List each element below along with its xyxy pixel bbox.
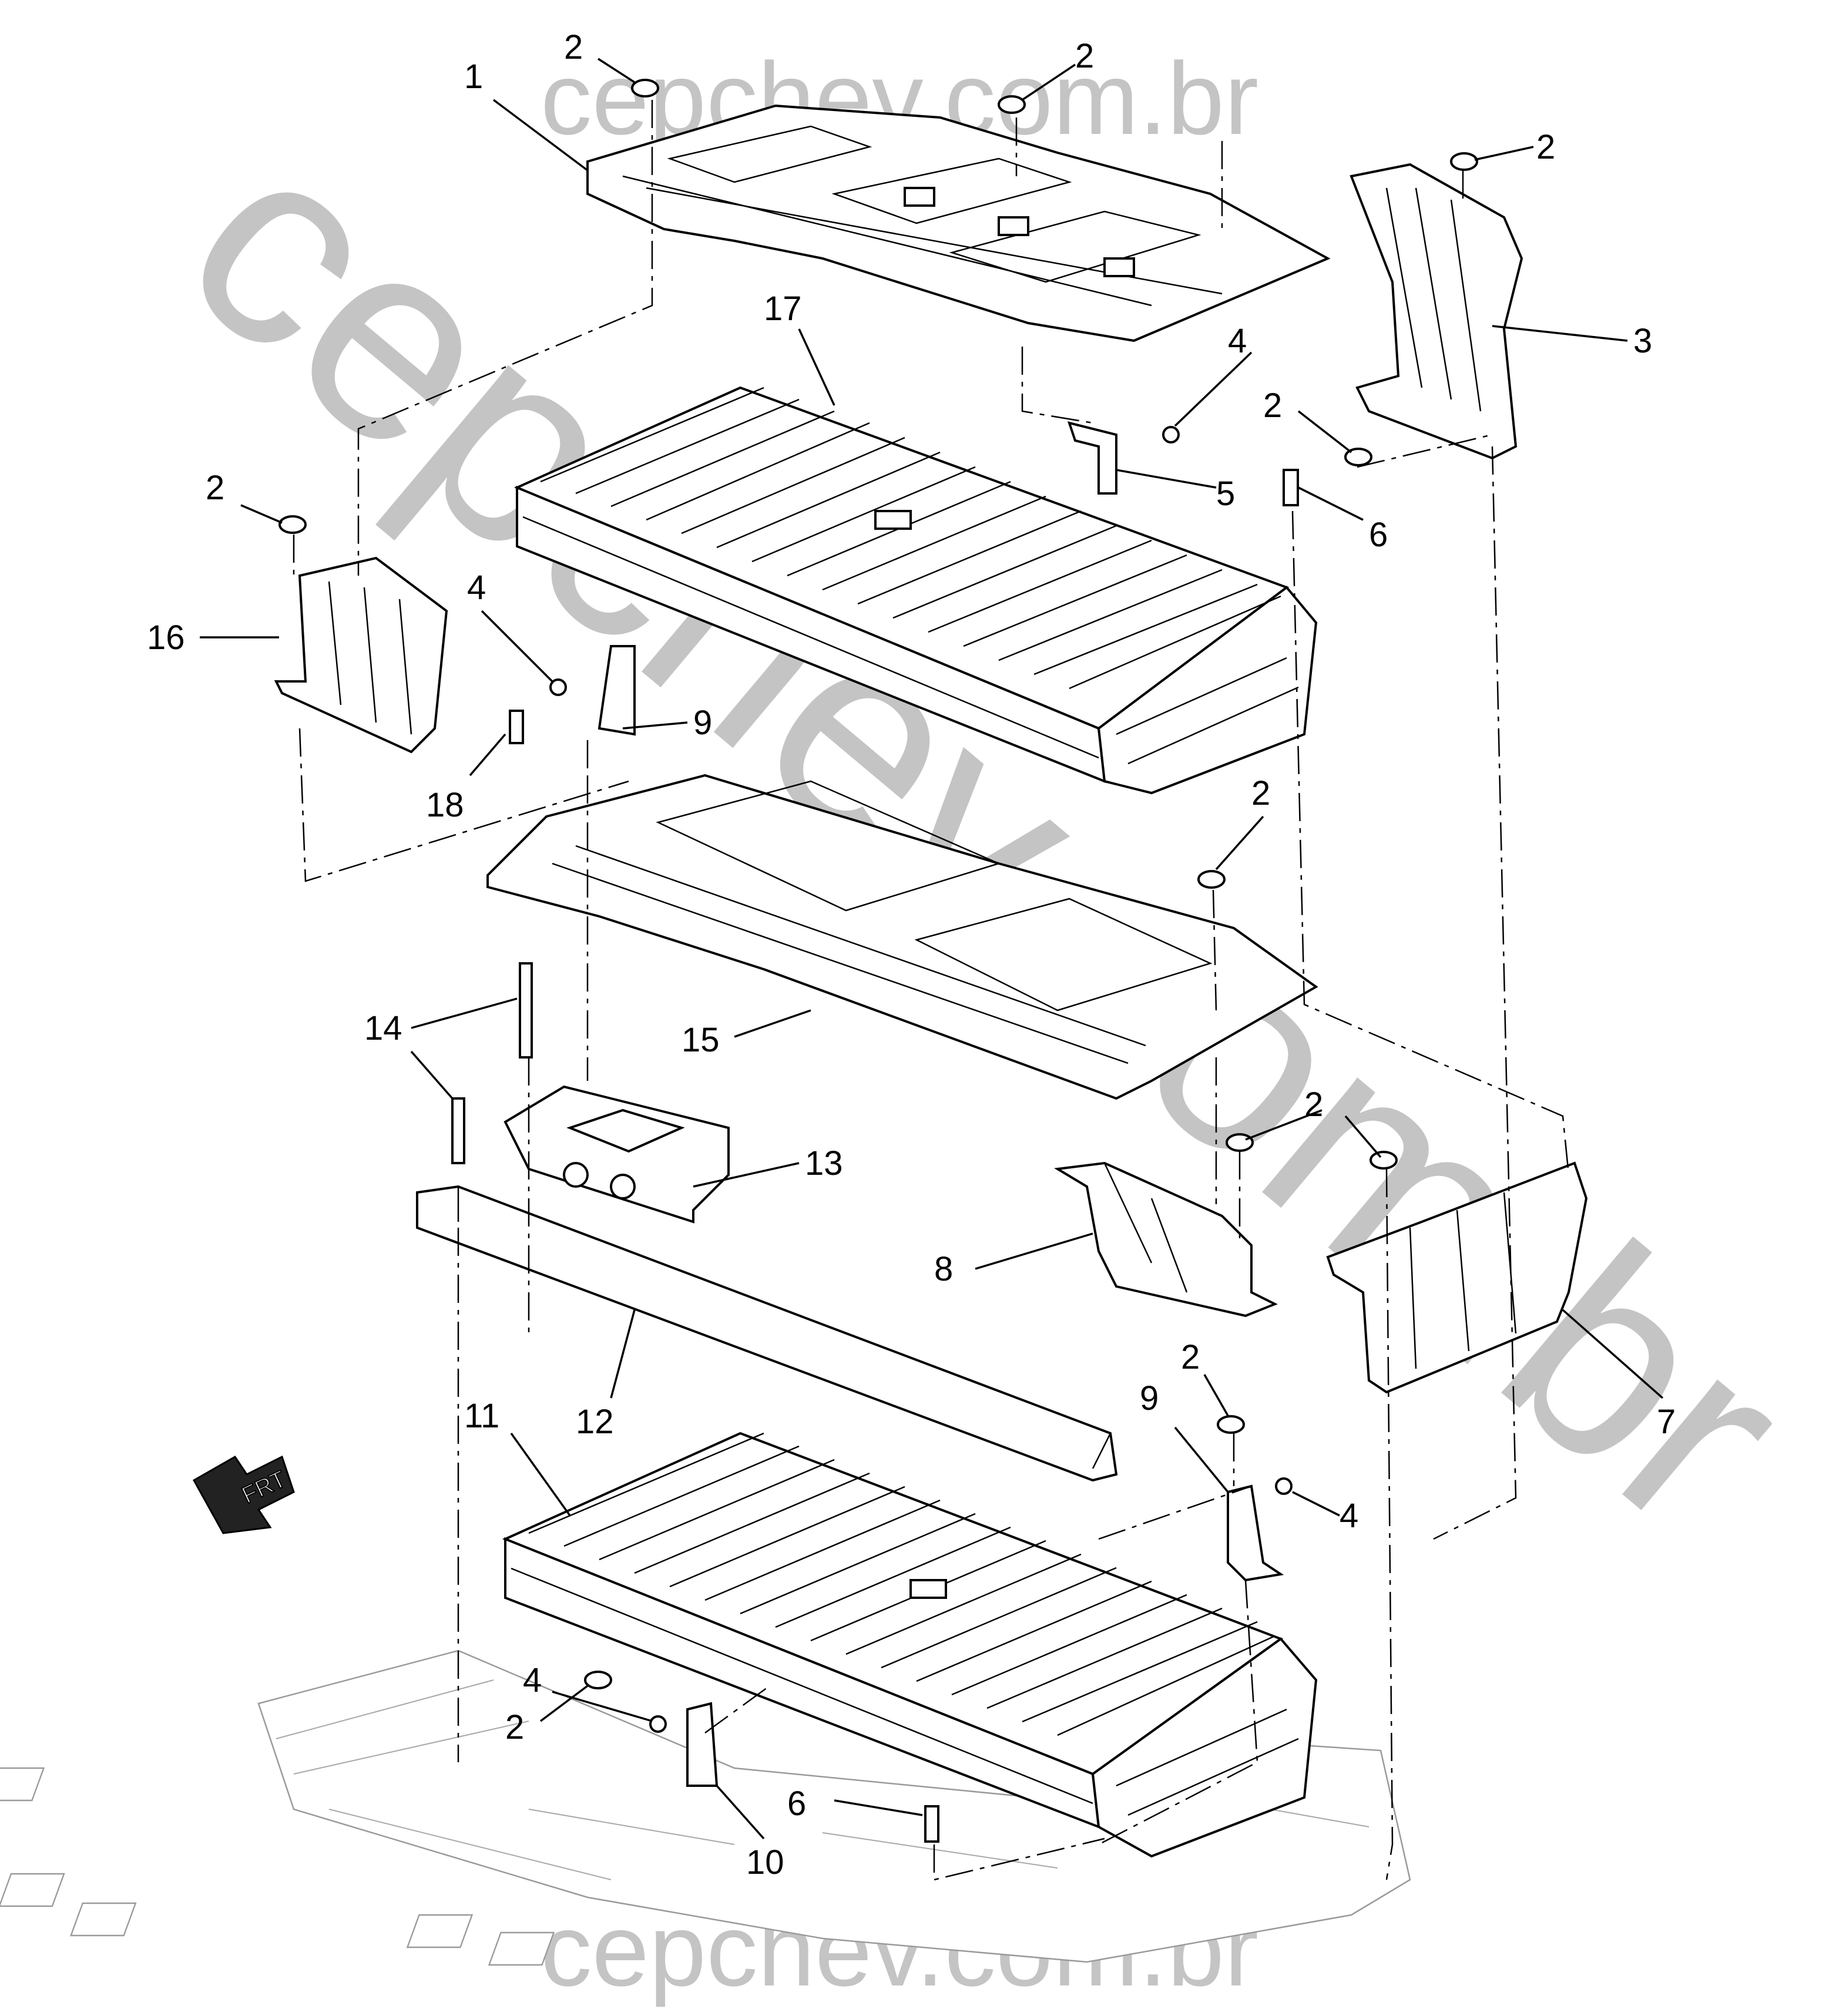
fastener-nuts (278, 79, 1478, 1689)
callout-numbers: 1 2 2 2 2 2 2 2 2 2 2 3 4 4 4 4 5 6 6 7 … (147, 28, 1676, 1881)
part-17-upper-battery-module (513, 386, 1318, 795)
part-3-right-upper-bracket (1350, 163, 1523, 460)
bolt-icon (519, 962, 533, 1059)
nut-icon (1370, 1151, 1398, 1170)
callout-2: 2 (1251, 774, 1270, 812)
bolt-icon (1283, 469, 1299, 506)
callout-15: 15 (682, 1021, 720, 1059)
callout-2: 2 (1181, 1338, 1200, 1376)
alignment-lines (293, 100, 1570, 1881)
callout-2: 2 (1304, 1086, 1323, 1124)
callout-12: 12 (576, 1403, 614, 1441)
callout-6: 6 (787, 1785, 806, 1823)
part-1-upper-tray (586, 104, 1331, 342)
fastener-bolts (451, 426, 1299, 1843)
bolt-icon (924, 1805, 939, 1843)
nut-icon (998, 95, 1026, 114)
callout-18: 18 (426, 786, 464, 824)
leader-lines (200, 58, 1664, 1840)
part-16-left-upper-bracket (274, 556, 448, 754)
screw-icon (549, 678, 567, 696)
callout-2: 2 (1075, 37, 1094, 75)
part-9-bracket-lower (1227, 1484, 1284, 1582)
callout-3: 3 (1633, 322, 1652, 360)
callout-8: 8 (934, 1250, 953, 1288)
bolt-icon (451, 1097, 465, 1164)
screw-icon (1162, 426, 1180, 443)
screw-icon (1275, 1477, 1293, 1495)
callout-2: 2 (1536, 128, 1555, 166)
nut-icon (1197, 870, 1226, 889)
nut-icon (1226, 1133, 1254, 1152)
callout-6: 6 (1369, 516, 1388, 554)
part-12-long-rail (416, 1185, 1118, 1482)
nut-icon (631, 79, 659, 98)
callout-2: 2 (505, 1708, 524, 1746)
callout-9: 9 (1140, 1379, 1159, 1417)
callout-2: 2 (206, 469, 224, 507)
nut-icon (1450, 152, 1478, 171)
callout-2: 2 (564, 28, 583, 66)
nut-icon (278, 515, 307, 534)
callout-1: 1 (464, 58, 483, 96)
nut-icon (1217, 1415, 1245, 1434)
screw-icon (649, 1715, 667, 1733)
callout-14: 14 (364, 1009, 402, 1047)
part-11-lower-battery-module (502, 1432, 1318, 1858)
part-15-lower-tray (486, 774, 1318, 1100)
part-13-center-bracket (504, 1085, 730, 1224)
part-10-bracket (686, 1702, 719, 1787)
nut-icon (584, 1671, 612, 1689)
callout-9: 9 (693, 704, 712, 742)
callout-17: 17 (764, 290, 802, 328)
front-direction-arrow: FRT (192, 1455, 295, 1534)
part-5-bracket (1067, 421, 1117, 495)
callout-16: 16 (147, 619, 185, 657)
vehicle-floor-pan (0, 1649, 1411, 1966)
callout-10: 10 (746, 1843, 784, 1881)
callout-7: 7 (1657, 1403, 1676, 1441)
callout-11: 11 (464, 1397, 499, 1435)
callout-4: 4 (1340, 1497, 1358, 1535)
callout-13: 13 (805, 1144, 843, 1182)
callout-4: 4 (1228, 322, 1247, 360)
nut-icon (1344, 448, 1372, 466)
callout-5: 5 (1216, 475, 1235, 513)
front-arrow-icon (192, 1455, 295, 1534)
callout-2: 2 (1263, 387, 1282, 425)
callout-4: 4 (523, 1661, 542, 1699)
part-9-bracket-upper (598, 645, 636, 736)
callout-4: 4 (467, 569, 486, 607)
part-8-center-right-bracket (1054, 1161, 1278, 1318)
bolt-icon (509, 710, 524, 744)
